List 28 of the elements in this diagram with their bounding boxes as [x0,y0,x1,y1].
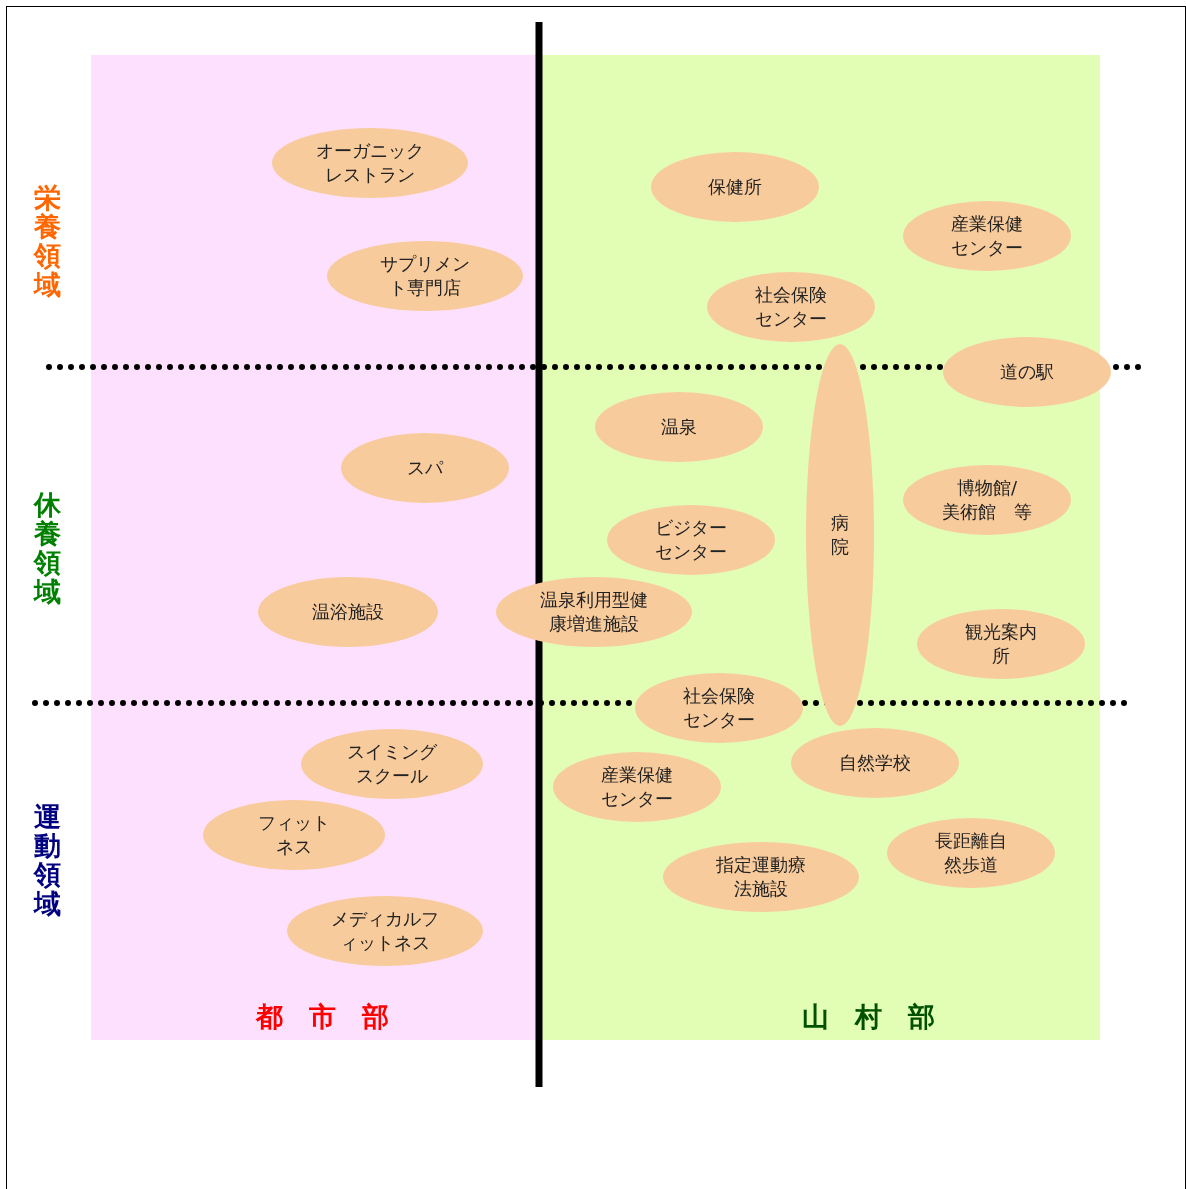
node-label: 長距離自然歩道 [934,829,1008,877]
node-label: オーガニックレストラン [315,139,425,187]
node-label: サプリメント専門店 [379,252,471,300]
node-label: 自然学校 [839,751,911,775]
domain-label: 休養領域 [33,490,61,606]
node-label: フィットネス [257,811,331,859]
node-label: 指定運動療法施設 [715,853,807,901]
node-label: ビジターセンター [654,516,728,564]
node-label: 道の駅 [1000,360,1054,384]
region-label: 山村部 [801,1000,961,1034]
region-label: 都市部 [255,1000,415,1034]
node-label: 保健所 [708,175,762,199]
node-label: 温泉 [661,415,697,439]
node-label: 観光案内所 [964,620,1038,668]
node-label: 病院 [830,511,850,559]
node-label: スイミングスクール [346,740,438,788]
domain-label: 運動領域 [33,802,61,918]
node-label: 社会保険センター [682,684,756,732]
node-label: 温浴施設 [312,600,384,624]
domain-label: 栄養領域 [33,183,61,299]
node-label: 産業保健センター [600,763,674,811]
node-label: スパ [407,456,443,480]
node-label: 博物館/美術館 等 [941,476,1033,524]
node-label: メディカルフィットネス [330,907,440,955]
node-label: 社会保険センター [754,283,828,331]
node-label: 温泉利用型健康増進施設 [539,588,649,636]
node-label: 産業保健センター [950,212,1024,260]
region-band [91,55,538,1040]
